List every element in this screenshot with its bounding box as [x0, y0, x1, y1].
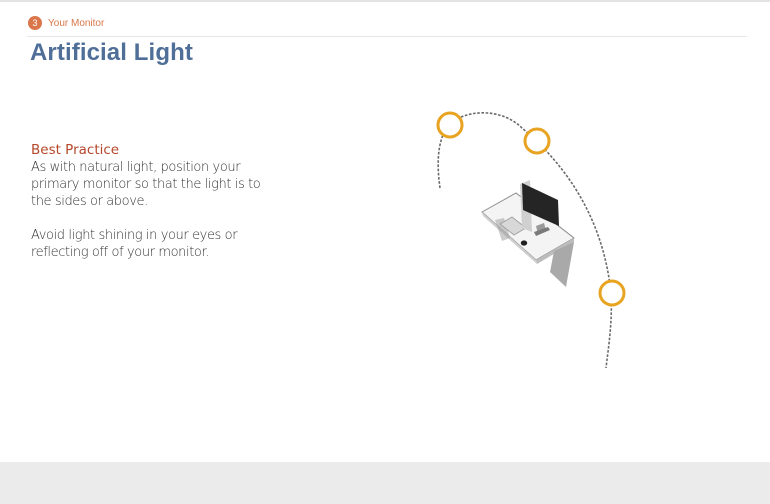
mouse-icon [520, 240, 528, 246]
breadcrumb: 3 Your Monitor [28, 15, 104, 31]
light-source-icon [523, 127, 551, 155]
content-text-block: Best Practice As with natural light, pos… [31, 142, 281, 261]
light-source-icon [598, 279, 626, 307]
page-title: Artificial Light [30, 39, 193, 66]
light-source-icon [436, 111, 464, 139]
body-paragraph-2: Avoid light shining in your eyes or refl… [31, 228, 238, 260]
header-divider [27, 36, 747, 37]
lighting-position-illustration [436, 111, 626, 369]
best-practice-heading: Best Practice [31, 142, 120, 158]
footer-bar [0, 462, 770, 504]
step-number-badge: 3 [28, 16, 42, 30]
breadcrumb-section-label: Your Monitor [48, 17, 105, 29]
body-paragraph-1: As with natural light, position your pri… [31, 160, 261, 209]
monitor-icon [520, 180, 559, 236]
top-border [0, 0, 770, 2]
